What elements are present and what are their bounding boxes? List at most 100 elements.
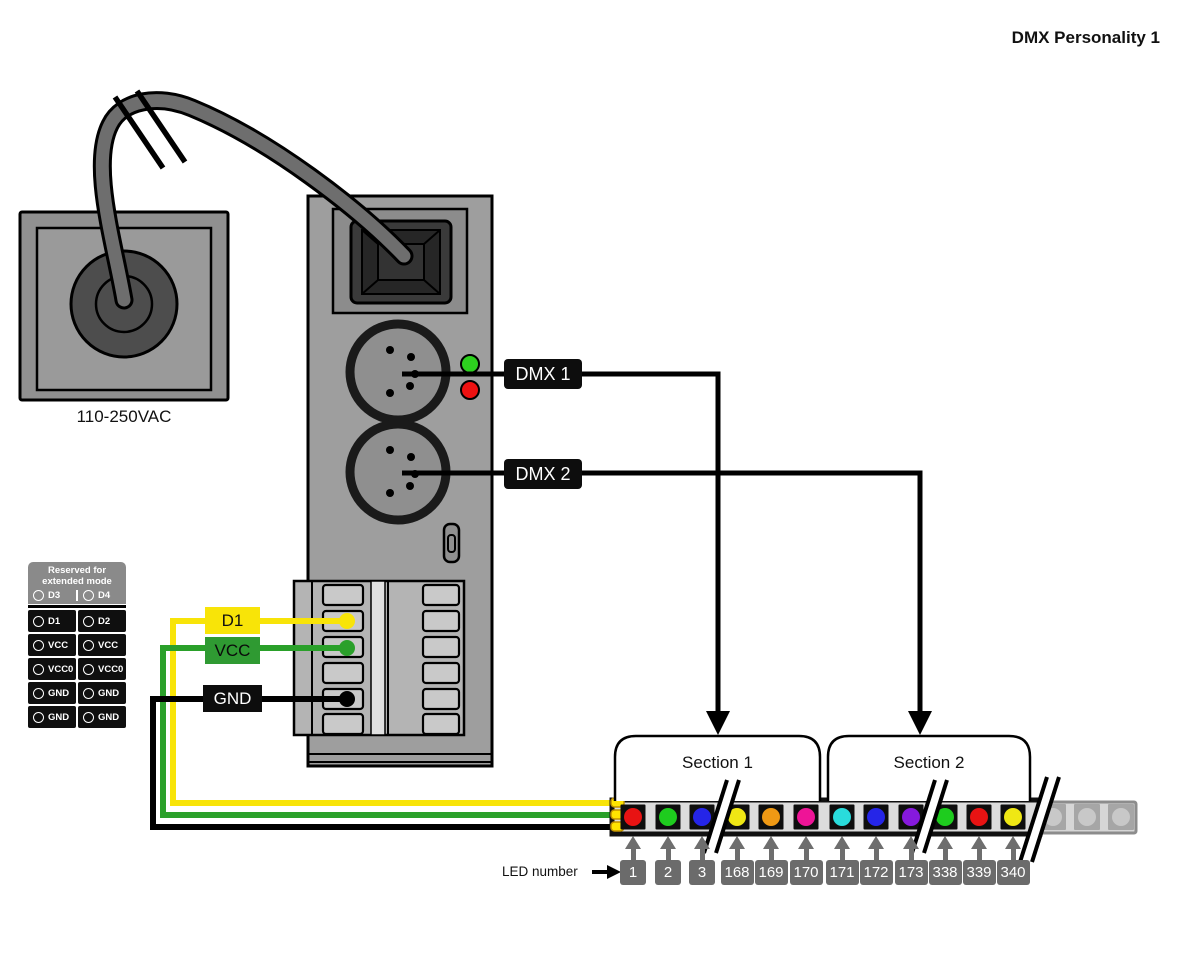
led-dot <box>833 808 851 826</box>
led-arrow-icon <box>763 836 779 849</box>
pin-circle-icon <box>33 615 44 627</box>
led-arrow-icon <box>729 836 745 849</box>
wire-label-gnd: GND <box>203 685 262 712</box>
table-separator <box>28 605 126 608</box>
table-row: D3 D4 <box>28 588 126 604</box>
extended-mode-header: Reserved for extended mode <box>28 562 126 588</box>
pin-label: VCC <box>48 639 69 651</box>
led-arrow-icon <box>903 836 919 849</box>
dmx2-arrowhead <box>908 711 932 735</box>
led-arrow-icon <box>868 836 884 849</box>
pin-circle-icon <box>83 615 94 627</box>
pin-cell: D1 <box>28 610 76 632</box>
pin-circle-icon <box>83 687 94 699</box>
pin-circle-icon <box>83 639 94 651</box>
pin-circle-icon <box>33 590 44 601</box>
section2-bracket <box>826 734 1032 801</box>
header-line2: extended mode <box>42 576 112 587</box>
led-packages <box>620 804 1134 830</box>
pin-label: D2 <box>98 615 111 627</box>
terminal-slots-right <box>421 583 461 736</box>
led-arrow-shaft <box>768 848 774 861</box>
led-arrow-icon <box>1005 836 1021 849</box>
led-arrow-shaft <box>699 848 705 861</box>
dmx1-label: DMX 1 <box>504 359 582 389</box>
led-number-label: 173 <box>894 860 928 885</box>
pin-label: GND <box>98 711 120 723</box>
pin-label: GND <box>48 711 70 723</box>
led-number-label: 340 <box>996 860 1030 885</box>
pin-label: GND <box>48 687 70 699</box>
pin-circle-icon <box>83 711 94 723</box>
led-number-label: 172 <box>859 860 893 885</box>
micro-usb-port <box>442 522 461 564</box>
led-arrow-icon <box>834 836 850 849</box>
led-dot <box>1004 808 1022 826</box>
led-dot <box>624 808 642 826</box>
led-dot <box>936 808 954 826</box>
section1-label: Section 1 <box>682 753 753 772</box>
table-row: D1 D2 <box>28 610 126 632</box>
pin-circle-icon <box>83 590 94 601</box>
led-dot-inactive <box>1078 808 1096 826</box>
pin-cell: D2 <box>78 610 126 632</box>
pin-circle-icon <box>33 711 44 723</box>
wire-label-d1: D1 <box>205 607 260 634</box>
terminal-dot-vcc <box>339 640 355 656</box>
wire-label-vcc: VCC <box>205 637 260 664</box>
led-number-caption: LED number <box>502 864 578 879</box>
led-dot <box>659 808 677 826</box>
pin-cell: D4 <box>78 590 126 601</box>
led-number-label: 339 <box>962 860 996 885</box>
pin-cell: VCC <box>78 634 126 656</box>
led-arrow-icon <box>798 836 814 849</box>
led-arrow-shaft <box>803 848 809 861</box>
pin-cell: D3 <box>28 590 78 601</box>
led-dot-inactive <box>1112 808 1130 826</box>
pin-circle-icon <box>83 663 94 675</box>
led-dot <box>797 808 815 826</box>
pin-label: VCC0 <box>48 663 74 675</box>
strip-break-marks <box>702 776 1061 863</box>
led-number-label: 3 <box>689 860 715 885</box>
led-arrow-shaft <box>665 848 671 861</box>
led-arrow-shaft <box>839 848 845 861</box>
led-arrow-icon <box>625 836 641 849</box>
pin-circle-icon <box>33 639 44 651</box>
led-number-label: 169 <box>754 860 788 885</box>
led-arrow-shaft <box>976 848 982 861</box>
power-cable <box>92 89 414 310</box>
pin-label: D1 <box>48 615 61 627</box>
pin-label: VCC <box>98 639 119 651</box>
power-voltage-label: 110-250VAC <box>76 407 172 426</box>
led-arrow-icon <box>971 836 987 849</box>
wire-d1 <box>170 618 616 806</box>
pin-cell: GND <box>78 706 126 728</box>
led-arrow-icon <box>937 836 953 849</box>
led-arrow-icon <box>694 836 710 849</box>
terminal-dot-d1 <box>339 613 355 629</box>
dmx2-label: DMX 2 <box>504 459 582 489</box>
led-arrow-shaft <box>630 848 636 861</box>
header-line1: Reserved for <box>47 565 107 576</box>
led-number-label: 170 <box>789 860 823 885</box>
status-led-red <box>460 380 480 400</box>
led-number-label: 1 <box>620 860 646 885</box>
led-arrow-shaft <box>734 848 740 861</box>
terminal-block <box>292 579 466 737</box>
led-arrow-shaft <box>908 848 914 861</box>
led-number-label: 168 <box>720 860 754 885</box>
pin-circle-icon <box>33 687 44 699</box>
led-number-label: 338 <box>928 860 962 885</box>
xlr2-pins <box>386 446 419 497</box>
pin-cell: GND <box>28 706 76 728</box>
section1-bracket <box>613 734 822 801</box>
page-title: DMX Personality 1 <box>1011 28 1160 47</box>
status-led-green <box>460 354 480 374</box>
led-dot <box>728 808 746 826</box>
led-number-label: 2 <box>655 860 681 885</box>
